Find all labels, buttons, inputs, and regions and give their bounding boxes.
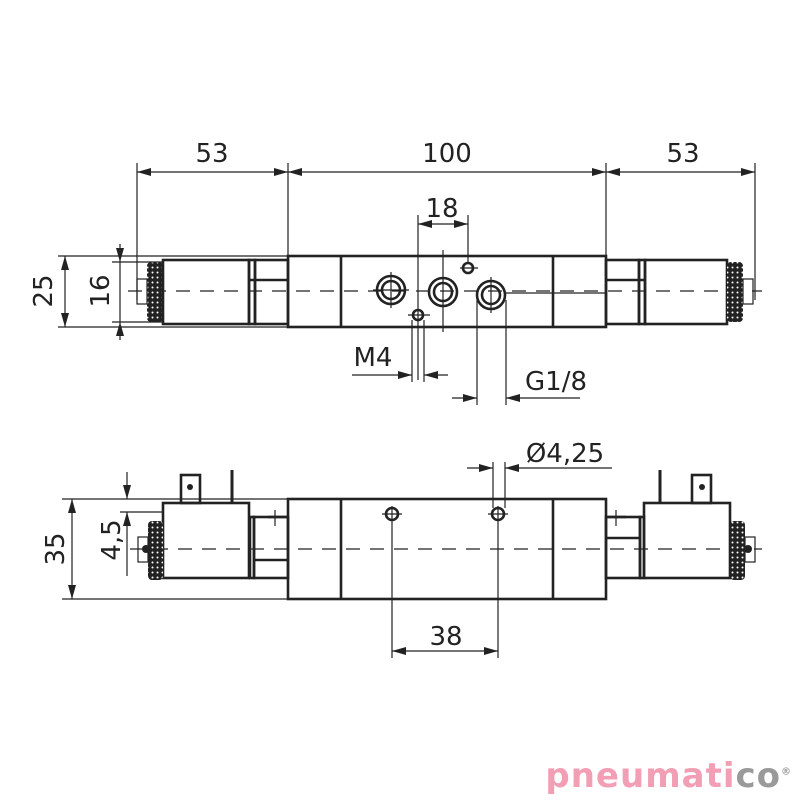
- dim-hole-spacing: 38: [429, 622, 462, 652]
- right-knurled-nut: [730, 521, 745, 580]
- brand-logo: pneumatico®: [545, 756, 792, 796]
- right-coil: [643, 258, 729, 326]
- port-2: [427, 250, 459, 332]
- dim-port-spacing: 18: [425, 194, 458, 224]
- dim-height-inner: 16: [86, 274, 116, 307]
- right-knurled-nut: [727, 262, 743, 322]
- left-coil: [161, 501, 251, 580]
- dim-height: 35: [41, 532, 71, 565]
- left-coil: [161, 258, 251, 326]
- side-view: 35 4,5 Ø4,25 38: [41, 439, 762, 658]
- mount-hole-1: [460, 261, 478, 275]
- mount-hole-2: [408, 308, 430, 322]
- right-connector-tab: [690, 473, 713, 505]
- dim-offset: 4,5: [97, 519, 127, 560]
- dim-port-thread: G1/8: [525, 367, 587, 397]
- dim-hole-diameter: Ø4,25: [526, 439, 604, 469]
- dim-height-outer: 25: [29, 274, 59, 307]
- port-3: [475, 277, 606, 313]
- left-knurled-nut: [148, 521, 163, 580]
- left-connector-tab: [179, 473, 202, 505]
- mount-hole-2: [488, 506, 508, 658]
- dim-body-length: 100: [422, 139, 472, 169]
- dim-right-length: 53: [666, 139, 699, 169]
- dim-left-length: 53: [195, 139, 228, 169]
- top-view: 53 100 53 18 25 16 M4 G1/8: [29, 139, 762, 405]
- port-1: [373, 272, 409, 308]
- right-coil: [642, 501, 732, 580]
- mount-hole-1: [382, 506, 402, 658]
- left-knurled-nut: [147, 262, 163, 322]
- dim-mount-thread: M4: [354, 343, 393, 373]
